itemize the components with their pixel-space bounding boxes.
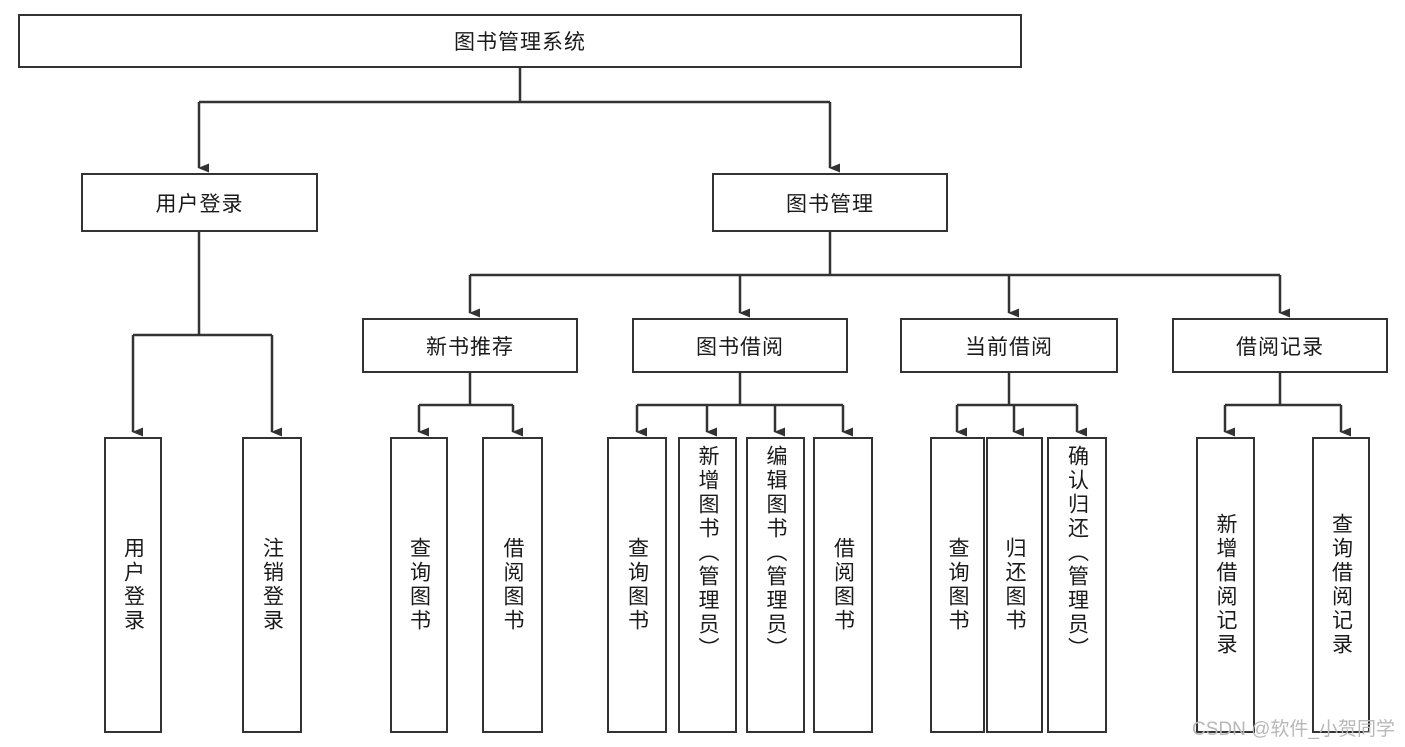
node-leaf-user-login[interactable]: 用户登录 [104, 437, 162, 733]
node-leaf-query-book-2-label: 查询图书 [625, 537, 649, 633]
node-leaf-return-book[interactable]: 归还图书 [986, 437, 1043, 733]
node-leaf-user-login-label: 用户登录 [121, 537, 145, 633]
node-leaf-query-book-2[interactable]: 查询图书 [607, 437, 667, 733]
node-leaf-borrow-book-1[interactable]: 借阅图书 [482, 437, 543, 733]
node-leaf-add-book-label: 新增图书（管理员） [696, 445, 719, 661]
node-leaf-add-record-label: 新增借阅记录 [1214, 513, 1237, 657]
node-book-manage-label: 图书管理 [786, 192, 874, 216]
node-leaf-edit-book[interactable]: 编辑图书（管理员） [746, 437, 805, 733]
node-leaf-query-book-1-label: 查询图书 [407, 537, 431, 633]
node-book-borrow[interactable]: 图书借阅 [632, 318, 848, 373]
node-leaf-add-book[interactable]: 新增图书（管理员） [678, 437, 737, 733]
node-leaf-edit-book-label: 编辑图书（管理员） [764, 445, 787, 661]
node-leaf-query-record-label: 查询借阅记录 [1329, 513, 1353, 657]
csdn-watermark: CSDN @软件_小贺同学 [1192, 719, 1395, 740]
node-leaf-query-record[interactable]: 查询借阅记录 [1312, 437, 1370, 733]
node-leaf-borrow-book-2-label: 借阅图书 [831, 537, 855, 633]
node-book-manage[interactable]: 图书管理 [712, 173, 948, 232]
node-root[interactable]: 图书管理系统 [18, 14, 1022, 68]
node-root-label: 图书管理系统 [454, 31, 586, 54]
node-leaf-confirm-return-label: 确认归还（管理员） [1065, 445, 1089, 661]
node-new-book-recommend-label: 新书推荐 [426, 335, 514, 359]
node-leaf-add-record[interactable]: 新增借阅记录 [1196, 437, 1255, 733]
node-leaf-confirm-return[interactable]: 确认归还（管理员） [1047, 437, 1107, 733]
node-borrow-record-label: 借阅记录 [1236, 335, 1324, 359]
node-leaf-borrow-book-2[interactable]: 借阅图书 [813, 437, 873, 733]
node-user-login[interactable]: 用户登录 [81, 173, 318, 232]
node-user-login-label: 用户登录 [155, 192, 244, 216]
node-leaf-query-book-3[interactable]: 查询图书 [930, 437, 985, 733]
node-leaf-logout-label: 注销登录 [260, 537, 284, 633]
node-book-borrow-label: 图书借阅 [696, 335, 784, 359]
node-leaf-logout[interactable]: 注销登录 [242, 437, 302, 733]
node-leaf-query-book-3-label: 查询图书 [946, 537, 969, 633]
node-borrow-record[interactable]: 借阅记录 [1172, 318, 1388, 373]
node-leaf-return-book-label: 归还图书 [1003, 537, 1026, 633]
node-leaf-borrow-book-1-label: 借阅图书 [501, 537, 524, 633]
node-new-book-recommend[interactable]: 新书推荐 [362, 318, 578, 373]
node-leaf-query-book-1[interactable]: 查询图书 [390, 437, 448, 733]
node-current-borrow-label: 当前借阅 [965, 335, 1053, 359]
node-current-borrow[interactable]: 当前借阅 [900, 318, 1118, 373]
